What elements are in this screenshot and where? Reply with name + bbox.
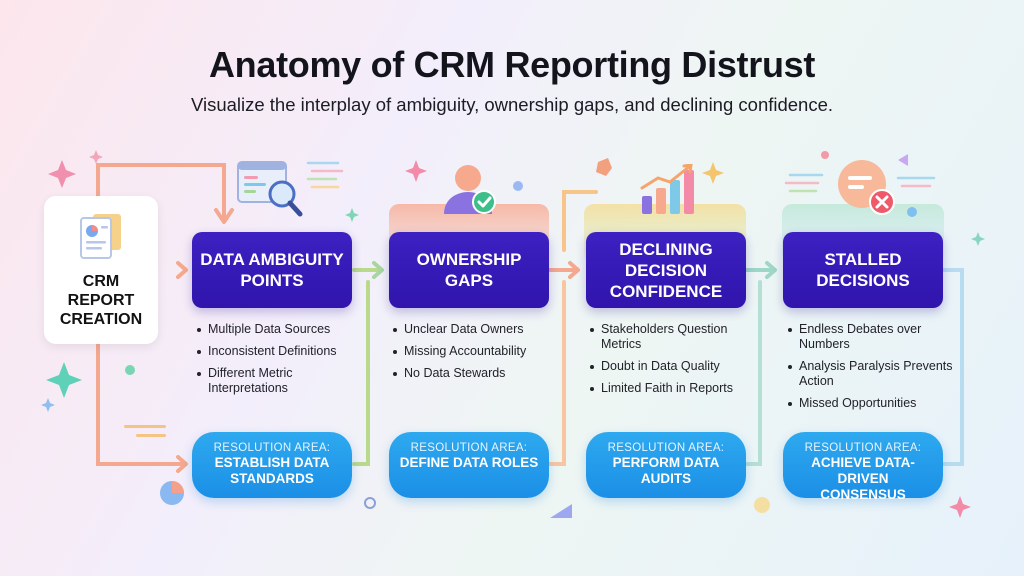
bullet-item: Inconsistent Definitions xyxy=(196,344,371,359)
resolution-achieve-consensus: RESOLUTION AREA: ACHIEVE DATA-DRIVEN CON… xyxy=(783,432,943,502)
bullet-item: Missing Accountability xyxy=(392,344,567,359)
stage-data-ambiguity: DATA AMBIGUITY POINTS xyxy=(192,232,352,308)
stage-2-bullets: Unclear Data Owners Missing Accountabili… xyxy=(392,322,567,388)
gem-decor xyxy=(596,158,612,176)
stage-title: DECLINING DECISION CONFIDENCE xyxy=(586,232,746,308)
connector-stage4-loop xyxy=(942,268,964,466)
resolution-label: RESOLUTION AREA: xyxy=(804,442,922,454)
glow-decor xyxy=(754,497,770,513)
user-check-icon xyxy=(444,165,496,214)
speed-line-decor xyxy=(124,425,166,428)
dot-decor xyxy=(907,207,917,217)
dot-decor xyxy=(513,181,523,191)
resolution-define-data-roles: RESOLUTION AREA: DEFINE DATA ROLES xyxy=(389,432,549,498)
sparkle-icon xyxy=(405,160,427,182)
start-label: CRM REPORT CREATION xyxy=(59,273,143,328)
crm-report-creation-card: CRM REPORT CREATION xyxy=(44,196,158,344)
bullet-item: Different Metric Interpretations xyxy=(196,366,371,396)
connector-res1 xyxy=(352,280,370,466)
connector-stage3-top xyxy=(562,190,598,252)
bullet-item: Limited Faith in Reports xyxy=(589,381,764,396)
page-subtitle: Visualize the interplay of ambiguity, ow… xyxy=(190,94,834,115)
sparkle-icon xyxy=(48,160,76,188)
connector-res2 xyxy=(547,280,566,466)
triangle-decor xyxy=(550,504,572,518)
sparkle-icon xyxy=(345,208,359,222)
stage-title: STALLED DECISIONS xyxy=(783,232,943,308)
sparkle-icon xyxy=(41,398,55,412)
speed-lines-decor xyxy=(306,161,936,193)
stage-4-bullets: Endless Debates over Numbers Analysis Pa… xyxy=(787,322,962,418)
connector-start-top xyxy=(96,163,226,220)
ring-decor xyxy=(364,497,376,509)
stage-title: OWNERSHIP GAPS xyxy=(389,232,549,308)
sparkle-icon xyxy=(89,150,103,164)
search-report-icon xyxy=(237,161,303,217)
bullet-item: Doubt in Data Quality xyxy=(589,359,764,374)
stage-stalled-decisions: STALLED DECISIONS xyxy=(783,232,943,308)
stop-message-icon xyxy=(838,160,895,215)
resolution-label: RESOLUTION AREA: xyxy=(213,442,331,454)
dot-decor xyxy=(821,151,829,159)
report-document-icon xyxy=(80,214,121,259)
bullet-item: Missed Opportunities xyxy=(787,396,962,411)
resolution-establish-data-standards: RESOLUTION AREA: ESTABLISH DATA STANDARD… xyxy=(192,432,352,498)
resolution-label: RESOLUTION AREA: xyxy=(607,442,725,454)
connector-start-bottom xyxy=(96,342,186,466)
bullet-item: Unclear Data Owners xyxy=(392,322,567,337)
connector-res3 xyxy=(744,280,762,466)
bullet-item: No Data Stewards xyxy=(392,366,567,381)
stage-title: DATA AMBIGUITY POINTS xyxy=(192,232,352,308)
resolution-text: DEFINE DATA ROLES xyxy=(399,455,539,470)
sparkle-icon xyxy=(46,362,82,398)
page-title: Anatomy of CRM Reporting Distrust xyxy=(208,44,816,85)
resolution-label: RESOLUTION AREA: xyxy=(410,442,528,454)
stage-declining-decision-confidence: DECLINING DECISION CONFIDENCE xyxy=(586,232,746,308)
resolution-text: PERFORM DATA AUDITS xyxy=(612,455,720,486)
resolution-text: ACHIEVE DATA-DRIVEN CONSENSUS xyxy=(811,455,915,502)
resolution-text: ESTABLISH DATA STANDARDS xyxy=(214,455,330,486)
bullet-item: Stakeholders Question Metrics xyxy=(589,322,764,352)
stage-1-bullets: Multiple Data Sources Inconsistent Defin… xyxy=(196,322,371,403)
stage-3-bullets: Stakeholders Question Metrics Doubt in D… xyxy=(589,322,764,403)
sparkle-icon xyxy=(702,162,724,184)
bullet-item: Analysis Paralysis Prevents Action xyxy=(787,359,962,389)
sparkle-icon xyxy=(971,232,985,246)
bullet-item: Multiple Data Sources xyxy=(196,322,371,337)
dot-decor xyxy=(125,365,135,375)
triangle-decor xyxy=(898,154,908,166)
stage-ownership-gaps: OWNERSHIP GAPS xyxy=(389,232,549,308)
resolution-perform-data-audits: RESOLUTION AREA: PERFORM DATA AUDITS xyxy=(586,432,746,498)
bullet-item: Endless Debates over Numbers xyxy=(787,322,962,352)
bar-chart-icon xyxy=(640,164,694,214)
sparkle-icon xyxy=(949,496,971,518)
